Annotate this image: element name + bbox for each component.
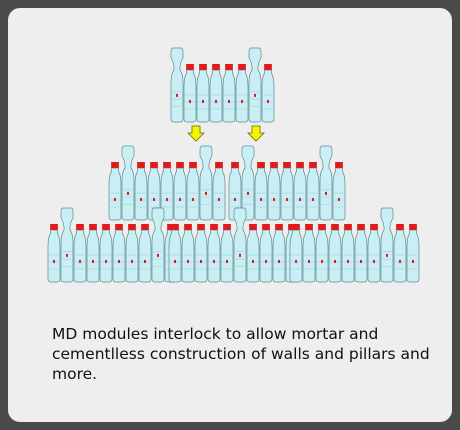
- water-bottle-icon: [108, 162, 122, 221]
- water-bottle-icon: [60, 207, 74, 283]
- water-bottle-icon: [186, 162, 200, 221]
- water-bottle-icon: [125, 224, 139, 283]
- bottle-module-diagram: [47, 47, 420, 283]
- water-bottle-icon: [280, 162, 294, 221]
- water-bottle-icon: [241, 145, 255, 221]
- water-bottle-icon: [393, 224, 407, 283]
- water-bottle-icon: [248, 47, 262, 123]
- water-bottle-icon: [235, 64, 249, 123]
- water-bottle-icon: [341, 224, 355, 283]
- water-bottle-icon: [194, 224, 208, 283]
- water-bottle-icon: [199, 145, 213, 221]
- water-bottle-icon: [272, 224, 286, 283]
- water-bottle-icon: [173, 162, 187, 221]
- water-bottle-icon: [170, 47, 184, 123]
- water-bottle-icon: [267, 162, 281, 221]
- water-bottle-icon: [319, 145, 333, 221]
- water-bottle-icon: [181, 224, 195, 283]
- down-arrow-icon: [187, 125, 205, 142]
- water-bottle-icon: [99, 224, 113, 283]
- water-bottle-icon: [259, 224, 273, 283]
- water-bottle-icon: [380, 207, 394, 283]
- water-bottle-icon: [212, 162, 226, 221]
- water-bottle-icon: [302, 224, 316, 283]
- water-bottle-icon: [354, 224, 368, 283]
- water-bottle-icon: [293, 162, 307, 221]
- water-bottle-icon: [207, 224, 221, 283]
- caption: MD modules interlock to allow mortar and…: [52, 325, 430, 383]
- down-arrow-icon: [247, 125, 265, 142]
- water-bottle-icon: [222, 64, 236, 123]
- water-bottle-icon: [261, 64, 275, 123]
- water-bottle-icon: [160, 162, 174, 221]
- card: MD modules interlock to allow mortar and…: [8, 8, 452, 422]
- water-bottle-icon: [332, 162, 346, 221]
- water-bottle-icon: [147, 162, 161, 221]
- water-bottle-icon: [73, 224, 87, 283]
- water-bottle-icon: [121, 145, 135, 221]
- water-bottle-icon: [151, 207, 165, 283]
- water-bottle-icon: [112, 224, 126, 283]
- water-bottle-icon: [138, 224, 152, 283]
- water-bottle-icon: [406, 224, 420, 283]
- water-bottle-icon: [47, 224, 61, 283]
- water-bottle-icon: [134, 162, 148, 221]
- water-bottle-icon: [254, 162, 268, 221]
- water-bottle-icon: [289, 224, 303, 283]
- water-bottle-icon: [168, 224, 182, 283]
- water-bottle-icon: [328, 224, 342, 283]
- water-bottle-icon: [209, 64, 223, 123]
- water-bottle-icon: [306, 162, 320, 221]
- water-bottle-icon: [220, 224, 234, 283]
- water-bottle-icon: [196, 64, 210, 123]
- water-bottle-icon: [233, 207, 247, 283]
- water-bottle-icon: [246, 224, 260, 283]
- water-bottle-icon: [367, 224, 381, 283]
- water-bottle-icon: [183, 64, 197, 123]
- water-bottle-icon: [86, 224, 100, 283]
- water-bottle-icon: [315, 224, 329, 283]
